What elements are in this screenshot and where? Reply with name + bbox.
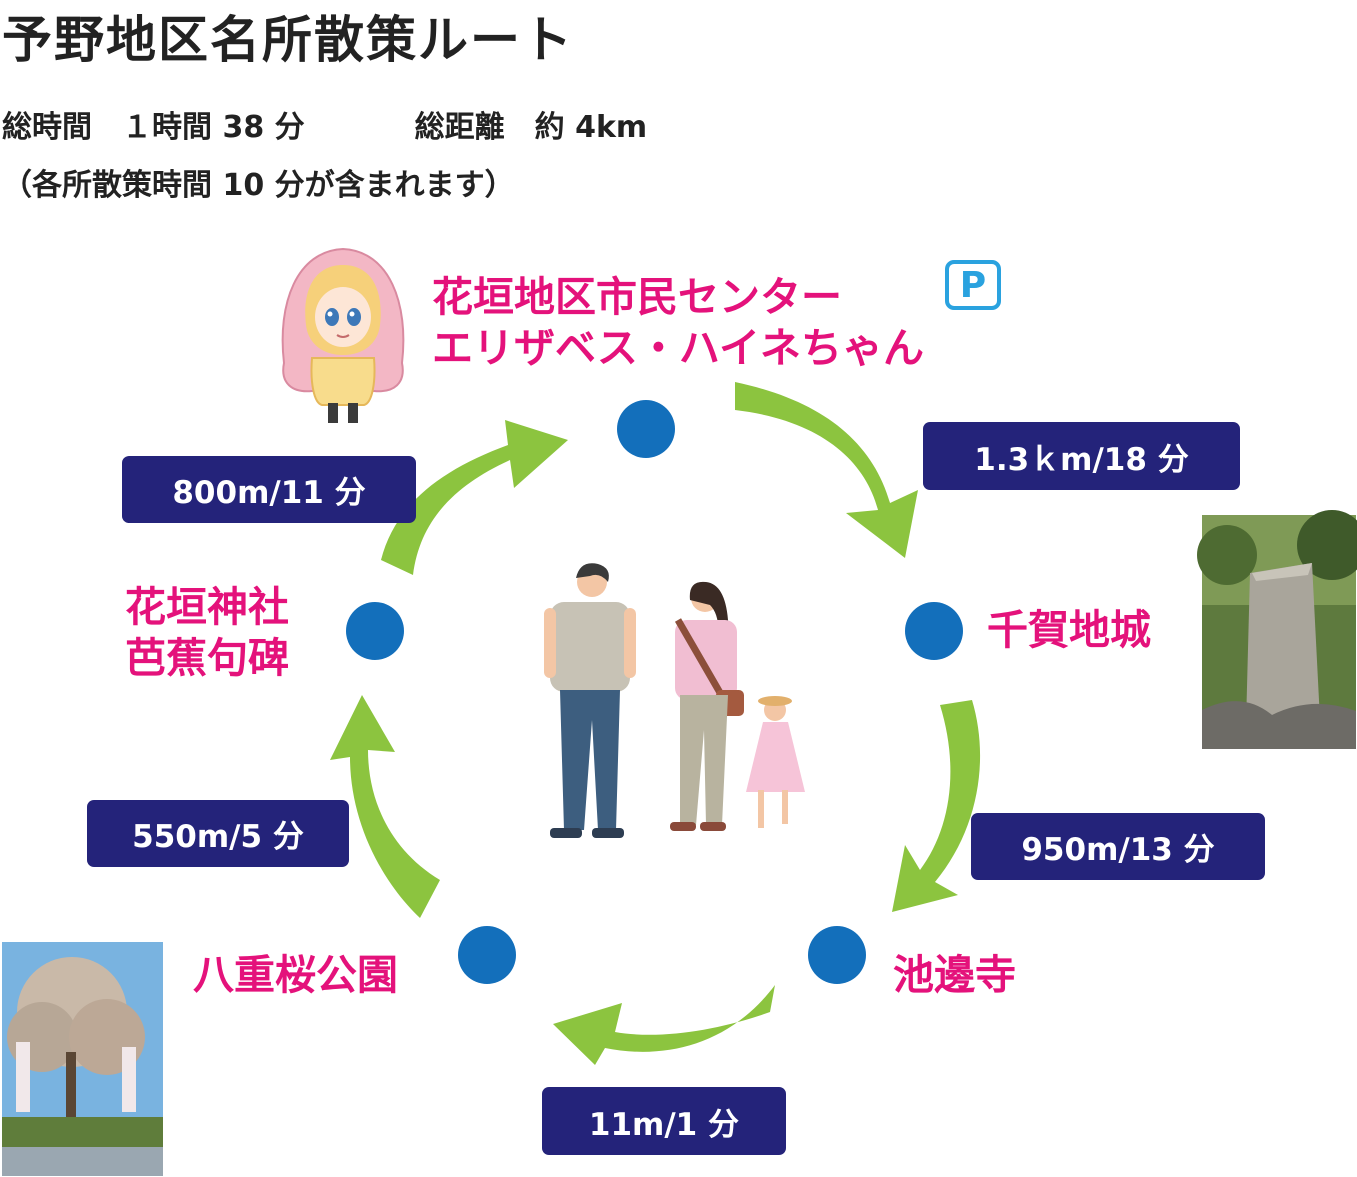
route-summary: 総時間 １時間 38 分 総距離 約 4km	[2, 102, 647, 146]
stop-dot-ikenobe	[808, 926, 866, 984]
stop-label-chigajo: 千賀地城	[987, 606, 1151, 654]
photo-chigajo	[1197, 510, 1357, 749]
stop-dot-chigajo	[905, 602, 963, 660]
stop-label-ikenobe: 池邊寺	[893, 951, 1016, 999]
photo-yaezakura	[2, 942, 163, 1176]
arrow-jinja-to-start	[381, 420, 568, 575]
page-title: 予野地区名所散策ルート	[2, 11, 574, 69]
arrow-chigajo-to-ikenobe	[892, 700, 981, 912]
mascot-image	[281, 247, 405, 423]
segment-ikenobe-to-yaezakura: 11m/1 分	[542, 1087, 786, 1155]
segment-jinja-to-start: 800m/11 分	[122, 456, 416, 523]
stop-start-line2: エリザベス・ハイネちゃん	[432, 324, 924, 373]
stop-dot-start	[617, 400, 675, 458]
parking-icon: P	[945, 260, 1001, 310]
stop-jinja-line1: 花垣神社	[125, 583, 289, 631]
stop-dot-yaezakura	[458, 926, 516, 984]
stop-label-hanagaki-jinja: 花垣神社 芭蕉句碑	[125, 582, 289, 685]
total-distance-label: 総距離	[414, 110, 505, 145]
segment-chigajo-to-ikenobe: 950m/13 分	[971, 813, 1265, 880]
arrow-ikenobe-to-yaezakura	[553, 985, 775, 1065]
total-time-label: 総時間	[2, 110, 92, 145]
arrow-start-to-chigajo	[735, 382, 918, 558]
stop-start-line1: 花垣地区市民センター	[432, 273, 842, 321]
stop-dot-hanagaki-jinja	[346, 602, 404, 660]
stop-jinja-line2: 芭蕉句碑	[125, 634, 289, 683]
segment-yaezakura-to-jinja: 550m/5 分	[87, 800, 349, 867]
arrow-yaezakura-to-jinja	[330, 695, 440, 918]
family-illustration	[544, 563, 805, 838]
segment-start-to-chigajo: 1.3ｋm/18 分	[923, 422, 1240, 490]
stop-label-start: 花垣地区市民センター エリザベス・ハイネちゃん	[432, 272, 924, 375]
total-time-value: １時間 38 分	[122, 110, 305, 145]
route-note: （各所散策時間 10 分が含まれます）	[2, 168, 515, 203]
total-distance-value: 約 4km	[534, 110, 648, 145]
stop-label-yaezakura: 八重桜公園	[193, 951, 398, 999]
